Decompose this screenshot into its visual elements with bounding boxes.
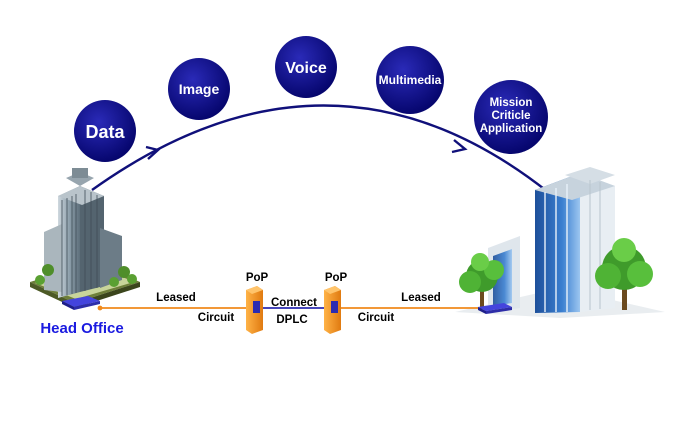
bubble-data: Data bbox=[74, 100, 136, 162]
dplc-label: DPLC bbox=[276, 314, 307, 326]
left-circuit-label: Circuit bbox=[198, 312, 235, 324]
bubble-image: Image bbox=[168, 58, 230, 120]
head-office-label: Head Office bbox=[40, 320, 123, 337]
bubble-mission-line1: Mission bbox=[490, 97, 533, 109]
tree-right-icon bbox=[595, 238, 653, 310]
bubble-image-label: Image bbox=[179, 81, 220, 97]
branch-building-icon bbox=[455, 167, 665, 318]
connect-label: Connect bbox=[271, 297, 317, 309]
arc-arrow-left bbox=[145, 145, 161, 160]
tree-left-icon bbox=[459, 253, 504, 309]
pop-right-label: PoP bbox=[325, 272, 348, 284]
pop-left-label: PoP bbox=[246, 272, 269, 284]
bubble-multimedia: Multimedia bbox=[376, 46, 444, 114]
bubble-data-label: Data bbox=[85, 122, 125, 142]
pop-right-device-icon bbox=[324, 286, 341, 334]
bubble-voice-label: Voice bbox=[285, 60, 327, 77]
arc-arrow-right bbox=[451, 139, 468, 154]
bubble-multimedia-label: Multimedia bbox=[379, 73, 442, 87]
bubble-mission-line3: Application bbox=[480, 123, 543, 135]
link-endpoint-left bbox=[97, 305, 103, 311]
head-office-building-icon bbox=[30, 168, 140, 310]
bubble-voice: Voice bbox=[275, 36, 337, 98]
right-circuit-label: Circuit bbox=[358, 312, 395, 324]
bubble-mission-line2: Criticle bbox=[492, 110, 531, 122]
left-leased-label: Leased bbox=[156, 292, 196, 304]
bubble-mission-critical: Mission Criticle Application bbox=[474, 80, 548, 154]
right-leased-label: Leased bbox=[401, 292, 441, 304]
pop-left-device-icon bbox=[246, 286, 263, 334]
